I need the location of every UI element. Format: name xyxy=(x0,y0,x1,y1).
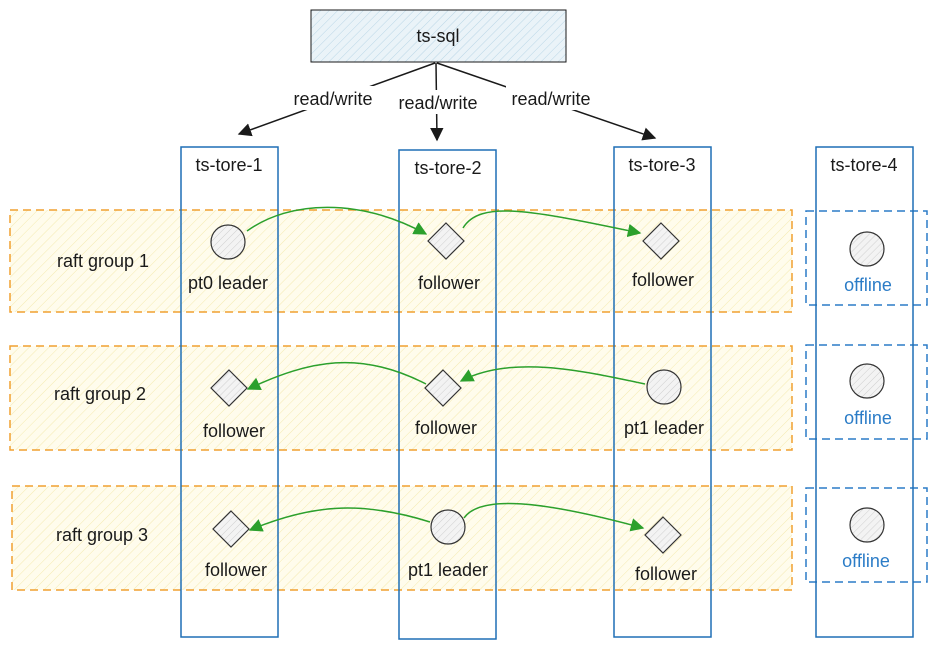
read-write-label-3: read/write xyxy=(511,89,590,109)
store-column-4 xyxy=(815,146,914,638)
follower-node-g2-s1 xyxy=(210,369,248,407)
replication-arrow-g1-b xyxy=(462,210,642,238)
client-box xyxy=(310,9,567,63)
replication-arrow-g1-a xyxy=(246,206,428,235)
client-label: ts-sql xyxy=(416,26,459,46)
replication-arrow-g2-b xyxy=(459,366,646,385)
leader-node-g2-s3 xyxy=(646,369,682,405)
store-column-2 xyxy=(398,149,497,640)
replication-arrow-g2-a xyxy=(246,361,427,390)
node-label-g3-s3: follower xyxy=(635,564,697,584)
node-label-g2-s3: pt1 leader xyxy=(624,418,704,438)
node-label-g2-s4: offline xyxy=(844,408,892,428)
store-label-4: ts-tore-4 xyxy=(830,155,897,175)
offline-box-group-3 xyxy=(805,487,928,583)
node-label-g3-s2: pt1 leader xyxy=(408,560,488,580)
offline-node-g3 xyxy=(849,507,885,543)
follower-node-g1-s3 xyxy=(642,222,680,260)
node-label-g1-s4: offline xyxy=(844,275,892,295)
node-label-g2-s1: follower xyxy=(203,421,265,441)
node-label-g1-s2: follower xyxy=(418,273,480,293)
store-label-1: ts-tore-1 xyxy=(195,155,262,175)
node-label-g3-s4: offline xyxy=(842,551,890,571)
offline-box-group-2 xyxy=(805,344,928,440)
group-label-2: raft group 2 xyxy=(54,384,146,404)
node-label-g3-s1: follower xyxy=(205,560,267,580)
read-write-label-1: read/write xyxy=(293,89,372,109)
leader-node-g1-s1 xyxy=(210,224,246,260)
offline-node-g2 xyxy=(849,363,885,399)
node-label-g2-s2: follower xyxy=(415,418,477,438)
offline-node-g1 xyxy=(849,231,885,267)
replication-arrow-g3-a xyxy=(248,507,431,532)
read-write-label-bg-3 xyxy=(506,86,596,110)
follower-node-g3-s3 xyxy=(644,516,682,554)
node-label-g1-s3: follower xyxy=(632,270,694,290)
node-label-g1-s1: pt0 leader xyxy=(188,273,268,293)
follower-node-g2-s2 xyxy=(424,369,462,407)
group-label-1: raft group 1 xyxy=(57,251,149,271)
store-column-3 xyxy=(613,146,712,638)
store-column-1 xyxy=(180,146,279,638)
offline-box-group-1 xyxy=(805,210,928,306)
store-label-2: ts-tore-2 xyxy=(414,158,481,178)
read-write-label-bg-2 xyxy=(393,90,483,114)
leader-node-g3-s2 xyxy=(430,509,466,545)
store-label-3: ts-tore-3 xyxy=(628,155,695,175)
follower-node-g1-s2 xyxy=(427,222,465,260)
read-write-label-2: read/write xyxy=(398,93,477,113)
read-write-label-bg-1 xyxy=(288,86,378,110)
follower-node-g3-s1 xyxy=(212,510,250,548)
group-label-3: raft group 3 xyxy=(56,525,148,545)
replication-arrow-g3-b xyxy=(463,502,645,532)
